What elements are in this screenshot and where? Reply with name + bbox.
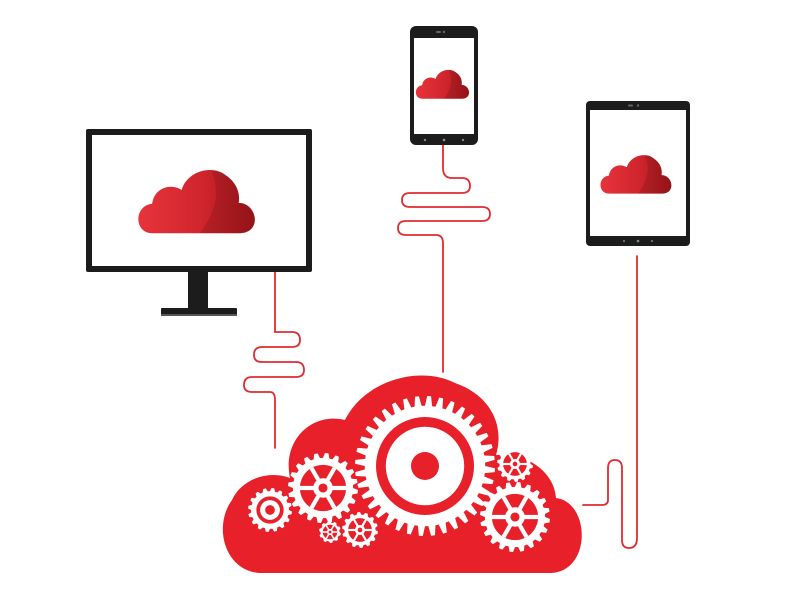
gear-icon xyxy=(497,446,533,482)
gears xyxy=(248,396,550,552)
gear-icon xyxy=(248,488,292,532)
cables xyxy=(243,144,638,549)
phone-cable xyxy=(397,144,491,373)
gear-icon xyxy=(355,396,495,536)
gear-icon xyxy=(288,453,358,523)
gear-icon xyxy=(342,512,378,548)
tablet xyxy=(586,101,690,246)
smartphone xyxy=(410,26,478,145)
monitor-neck xyxy=(188,272,208,310)
gear-icon xyxy=(480,482,550,552)
monitor-cable xyxy=(243,271,305,449)
desktop-monitor xyxy=(86,129,312,316)
cloud-hub xyxy=(222,375,582,573)
tablet-cable xyxy=(582,255,638,549)
gear-icon xyxy=(319,521,341,543)
